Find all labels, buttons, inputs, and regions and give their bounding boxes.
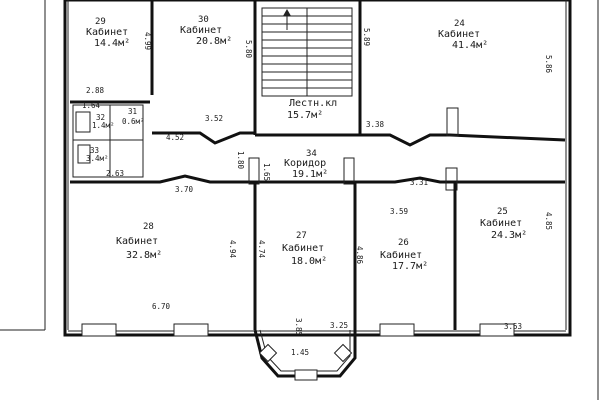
dimension-labels: 4.99 5.80 5.89 5.86 2.88 1.64 3.52 4.52 … <box>82 28 553 357</box>
room-29-area: 14.4м² <box>94 38 130 49</box>
room-33-area: 3.4м² <box>86 154 109 163</box>
room-30-number: 30 <box>198 15 209 25</box>
toilet-fixture <box>75 111 91 133</box>
windows <box>81 323 515 381</box>
bathroom-block <box>72 104 144 178</box>
dim-338: 3.38 <box>366 120 385 129</box>
room-34-number: 34 <box>306 149 317 159</box>
dim-263: 2.63 <box>106 169 124 178</box>
exterior-wall <box>63 0 572 337</box>
room-27-name: Кабинет <box>282 242 324 254</box>
room-26-name: Кабинет <box>380 249 422 261</box>
dim-499: 4.99 <box>143 32 152 50</box>
room-33-number: 33 <box>90 146 99 155</box>
room-31-number: 31 <box>128 107 137 116</box>
door-25-leaf <box>445 167 458 191</box>
room-labels: 29 Кабинет 14.4м² 30 Кабинет 20.8м² 24 К… <box>86 15 527 272</box>
dim-325: 3.25 <box>330 321 348 330</box>
dim-359: 3.59 <box>390 207 408 216</box>
room-24-area: 41.4м² <box>452 40 488 51</box>
dim-353: 3.53 <box>504 322 522 331</box>
room-27-number: 27 <box>296 231 307 241</box>
room-26-area: 17.7м² <box>392 261 428 272</box>
dim-494: 4.94 <box>228 240 237 259</box>
door-26-leaf <box>343 157 355 185</box>
room-25-number: 25 <box>497 207 508 217</box>
room-24-number: 24 <box>454 19 465 29</box>
dim-145: 1.45 <box>291 348 309 357</box>
room-26-number: 26 <box>398 238 409 248</box>
room-30-name: Кабинет <box>180 24 222 36</box>
dim-485: 4.85 <box>544 212 553 230</box>
dim-164: 1.64 <box>82 101 101 110</box>
room-25-name: Кабинет <box>480 217 522 229</box>
dim-385: 3.85 <box>294 318 303 336</box>
corridor-wall-bottom <box>70 174 565 184</box>
room-25-area: 24.3м² <box>491 230 527 241</box>
corridor-wall-top-right <box>360 133 566 147</box>
dim-331: 3.31 <box>410 178 428 187</box>
dim-180: 1.80 <box>236 151 245 170</box>
dim-486: 4.86 <box>355 246 364 265</box>
room-32-area: 1.4м² <box>92 121 115 130</box>
room-27-area: 18.0м² <box>291 256 327 267</box>
dim-580: 5.80 <box>244 40 253 59</box>
stair-arrow-head <box>283 9 291 16</box>
stair-treads <box>262 15 352 89</box>
room-28-name: Кабинет <box>116 235 158 247</box>
dim-288: 2.88 <box>86 86 105 95</box>
dim-165: 1.65 <box>262 163 271 181</box>
stair-name: Лестн.кл <box>289 98 337 109</box>
room-31-area: 0.6м² <box>122 117 145 126</box>
dim-474: 4.74 <box>257 240 266 259</box>
dim-589: 5.89 <box>362 28 371 46</box>
room-29-number: 29 <box>95 17 106 27</box>
room-24-name: Кабинет <box>438 28 480 40</box>
sink-fixture <box>77 144 91 164</box>
dim-370: 3.70 <box>175 185 194 194</box>
dim-670: 6.70 <box>152 302 171 311</box>
room-34-area: 19.1м² <box>292 169 328 180</box>
room-29-name: Кабинет <box>86 26 128 38</box>
room-34-name: Коридор <box>284 158 326 169</box>
dim-586: 5.86 <box>544 55 553 74</box>
dim-352: 3.52 <box>205 114 223 123</box>
room-32-number: 32 <box>96 113 105 122</box>
dim-452: 4.52 <box>166 133 184 142</box>
room-28-area: 32.8м² <box>126 250 162 261</box>
door-24-leaf <box>446 107 459 137</box>
door-27-leaf <box>248 157 260 185</box>
stair-area: 15.7м² <box>287 110 323 121</box>
room-30-area: 20.8м² <box>196 36 232 47</box>
corridor-wall-top-left <box>152 131 255 145</box>
room-28-number: 28 <box>143 222 154 232</box>
